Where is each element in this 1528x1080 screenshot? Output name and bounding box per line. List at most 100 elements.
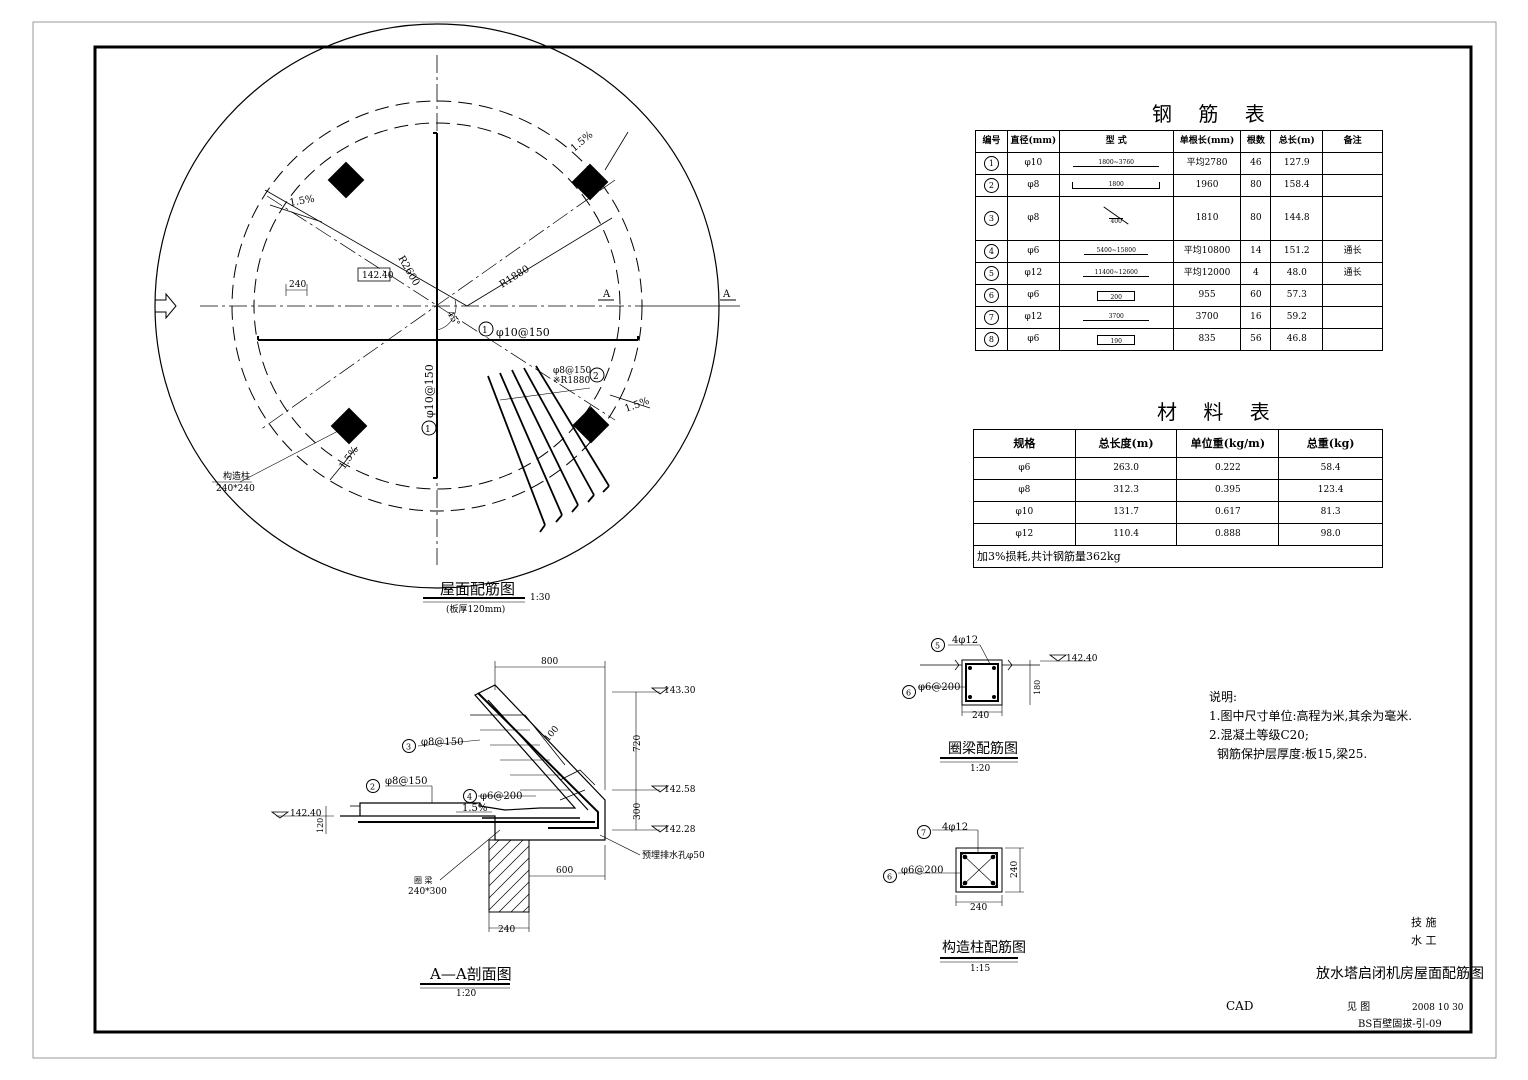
rebar-total: 48.0	[1270, 262, 1324, 285]
title-block: 技 施 水 工 放水塔启闭机房屋面配筋图 CAD 见 图 2008 10 30 …	[1226, 916, 1484, 1030]
mark-3: 3	[406, 743, 411, 752]
material-len: 312.3	[1074, 479, 1178, 502]
rebar-total: 158.4	[1270, 174, 1324, 197]
rebar-header-row: 编号 直径(mm) 型 式 单根长(mm) 根数 总长(m) 备注	[975, 130, 1383, 153]
mark-1-v: 1	[425, 425, 431, 435]
col-dim-240-h: 240	[970, 903, 987, 913]
rebar-h-note: 备注	[1322, 130, 1383, 153]
rebar-no: 3	[983, 211, 999, 226]
slope-se: 1.5%	[623, 396, 651, 415]
table-row: φ8 312.3 0.395 123.4	[973, 479, 1383, 502]
shape-label: 1800	[1072, 182, 1161, 189]
material-h-len: 总长度(m)	[1074, 429, 1178, 458]
rebar-shape: 3700	[1058, 306, 1174, 329]
column-detail	[898, 829, 1024, 963]
notes-heading: 说明:	[1209, 690, 1238, 704]
rebar-dia: φ8	[1006, 196, 1060, 241]
rebar-no: 2	[983, 178, 999, 193]
rebar-table: 编号 直径(mm) 型 式 单根长(mm) 根数 总长(m) 备注 1 φ10 …	[975, 130, 1383, 351]
rebar-h-dia: 直径(mm)	[1006, 130, 1060, 153]
ring-dim-180: 180	[1033, 680, 1042, 695]
material-h-spec: 规格	[973, 429, 1076, 458]
section-bar2: φ8@150	[385, 776, 427, 787]
table-row: 1 φ10 1800~3760 平均2780 46 127.9	[975, 152, 1383, 175]
rebar-table-title: 钢 筋 表	[1152, 102, 1275, 126]
rebar-count: 46	[1240, 152, 1272, 175]
rebar-no: 5	[983, 266, 999, 281]
radius-inner: R1880	[498, 264, 532, 291]
rebar-h-total: 总长(m)	[1270, 130, 1324, 153]
table-row: 8 φ6 190 835 56 46.8	[975, 328, 1383, 351]
mark-2: 2	[593, 372, 599, 382]
column-bars	[962, 854, 996, 886]
mark-2-section: 2	[370, 783, 375, 792]
rebar-shape: 200	[1058, 284, 1174, 307]
elev-142-28: 142.28	[664, 825, 696, 835]
tb-cad: CAD	[1226, 999, 1253, 1013]
rebar-count: 16	[1240, 306, 1272, 329]
bar2-radius: ※R1880	[553, 376, 590, 386]
rebar-total: 46.8	[1270, 328, 1324, 351]
plan-columns	[327, 161, 610, 445]
rebar-shape: 11400~12600	[1058, 262, 1174, 285]
beam-label: 圈 梁	[414, 876, 433, 885]
section-bar4: φ6@200	[480, 791, 522, 802]
ring-bar6: φ6@200	[918, 682, 960, 693]
material-len: 110.4	[1074, 523, 1178, 546]
rebar-note: 通长	[1322, 240, 1383, 263]
col-dim-240-v: 240	[1010, 861, 1020, 878]
notes-line-3: 钢筋保护层厚度:板15,梁25.	[1217, 747, 1368, 761]
bar2-label: φ8@150	[553, 366, 591, 376]
section-aa	[270, 661, 670, 989]
mark-5: 5	[935, 642, 940, 651]
section-slope: 1.5%	[462, 803, 487, 814]
section-bar3: φ8@150	[421, 737, 463, 748]
rebar-len: 955	[1172, 284, 1242, 307]
rebar-note	[1322, 328, 1383, 351]
rebar-shape: 5400~15800	[1058, 240, 1174, 263]
rebar-dia: φ6	[1006, 328, 1060, 351]
bar1-horizontal-label: φ10@150	[496, 326, 550, 339]
rebar-total: 127.9	[1270, 152, 1324, 175]
rebar-dia: φ8	[1006, 174, 1060, 197]
mark-6-ring: 6	[906, 689, 911, 698]
rebar-dia: φ12	[1006, 306, 1060, 329]
dim-720: 720	[633, 735, 643, 752]
material-h-weight: 总重(kg)	[1278, 429, 1383, 458]
ring-beam-detail	[918, 644, 1092, 763]
rebar-note	[1322, 284, 1383, 307]
tb-code: BS百壁固拔-引-09	[1358, 1017, 1442, 1030]
section-marks	[366, 739, 477, 803]
ring-beam-bars	[968, 666, 996, 699]
plan-text: 1 1 2 142.40 240 R2600 R1880 45° 1.5% 1.…	[216, 130, 731, 615]
beam-size: 240*300	[408, 887, 447, 897]
shape-label: 400	[1109, 218, 1124, 225]
column-title: 构造柱配筋图	[942, 939, 1026, 956]
rebar-no: 6	[983, 288, 999, 303]
rebar-len: 1810	[1172, 196, 1242, 241]
column-label: 构造柱	[223, 470, 250, 482]
rebar-note: 通长	[1322, 262, 1383, 285]
table-row: φ6 263.0 0.222 58.4	[973, 457, 1383, 480]
dim-300: 300	[633, 803, 643, 820]
table-row: 4 φ6 5400~15800 平均10800 14 151.2 通长	[975, 240, 1383, 263]
rebar-total: 144.8	[1270, 196, 1324, 241]
notes-line-1: 1.图中尺寸单位:高程为米,其余为毫米.	[1209, 709, 1413, 723]
table-row: 6 φ6 200 955 60 57.3	[975, 284, 1383, 307]
bar1-vertical-label: φ10@150	[423, 364, 436, 418]
column-scale: 1:15	[970, 964, 990, 974]
dim-120: 120	[316, 818, 325, 833]
tb-see: 见 图	[1347, 1001, 1370, 1013]
rebar-h-count: 根数	[1240, 130, 1272, 153]
material-header-row: 规格 总长度(m) 单位重(kg/m) 总重(kg)	[973, 429, 1383, 458]
plan-title: 屋面配筋图	[440, 580, 515, 598]
ring-bar5: 4φ12	[952, 635, 978, 646]
rebar-len: 3700	[1172, 306, 1242, 329]
material-footer: 加3%损耗,共计钢筋量362kg	[973, 545, 1383, 568]
ring-beam-marks	[902, 638, 945, 699]
material-weight: 58.4	[1278, 457, 1383, 480]
table-row: 5 φ12 11400~12600 平均12000 4 48.0 通长	[975, 262, 1383, 285]
shape-label: 5400~15800	[1084, 248, 1149, 255]
plan-subtitle: (板厚120mm)	[446, 603, 505, 615]
